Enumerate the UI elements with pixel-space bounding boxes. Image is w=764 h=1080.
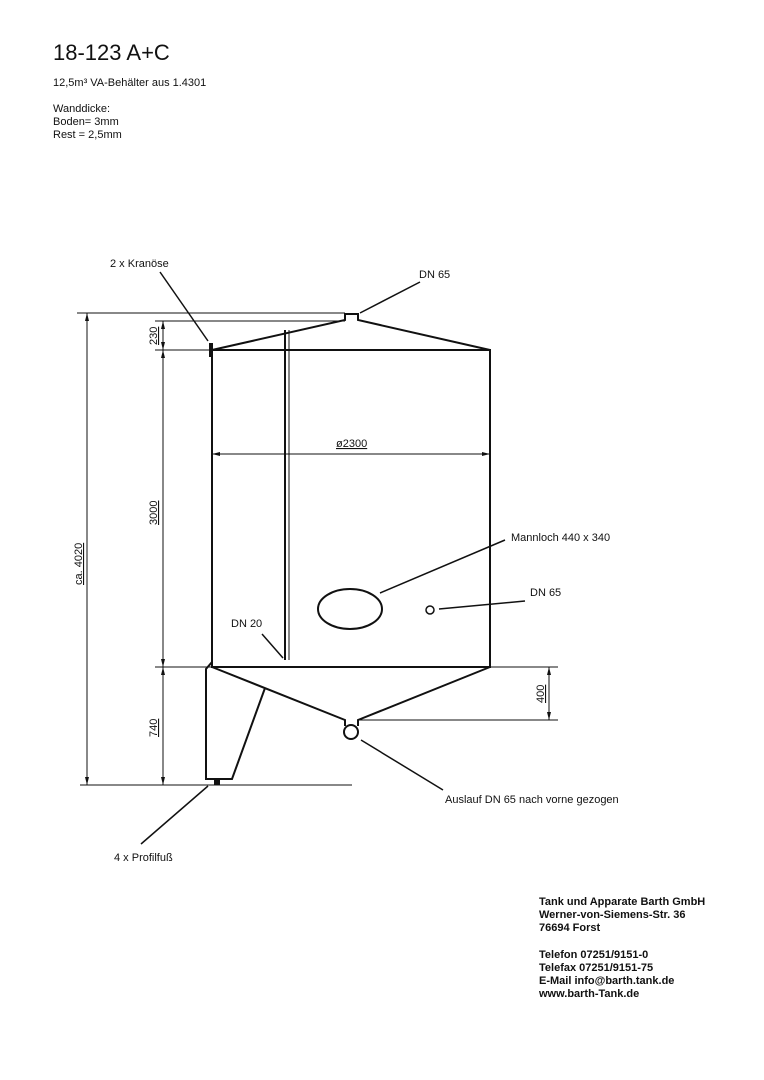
- label-diameter: ø2300: [336, 438, 367, 450]
- dim-total-height-value: ca. 4020: [73, 543, 85, 585]
- tank-cylinder: [211, 349, 491, 668]
- dim-leg-height-value: 740: [148, 719, 160, 737]
- dim-cone-depth-value: 400: [535, 685, 547, 703]
- company-name: Tank und Apparate Barth GmbH: [539, 896, 706, 908]
- label-manhole: Mannloch 440 x 340: [511, 532, 610, 544]
- company-city: 76694 Forst: [539, 922, 601, 934]
- bottom-cone-right: [357, 666, 491, 726]
- drawing-number: 18-123 A+C: [53, 40, 170, 65]
- tank-roof: [211, 313, 491, 351]
- profile-foot: [214, 779, 220, 785]
- wall-thickness-rest: Rest = 2,5mm: [53, 129, 122, 141]
- manhole: [317, 588, 383, 630]
- outlet-nozzle: [343, 724, 359, 740]
- company-street: Werner-von-Siemens-Str. 36: [539, 909, 686, 921]
- company-website: www.barth-Tank.de: [539, 988, 640, 1000]
- leader-lines: [140, 271, 526, 845]
- dim-roof-height-value: 230: [148, 327, 160, 345]
- label-side-nozzle: DN 65: [530, 587, 561, 599]
- support-leg: [205, 661, 266, 780]
- label-outlet: Auslauf DN 65 nach vorne gezogen: [445, 794, 619, 806]
- company-email: E-Mail info@barth.tank.de: [539, 975, 675, 987]
- company-phone: Telefon 07251/9151-0: [539, 949, 649, 961]
- dimension-arrows: [85, 313, 551, 785]
- company-fax: Telefax 07251/9151-75: [539, 962, 654, 974]
- bottom-cone-left: [211, 666, 346, 726]
- wall-thickness-bottom: Boden= 3mm: [53, 116, 119, 128]
- tank-description: 12,5m³ VA-Behälter aus 1.4301: [53, 77, 207, 89]
- label-lifting-lugs: 2 x Kranöse: [110, 258, 169, 270]
- side-nozzle: [425, 605, 435, 615]
- label-feet: 4 x Profilfuß: [114, 852, 173, 864]
- lifting-lug: [209, 343, 213, 357]
- wall-thickness-heading: Wanddicke:: [53, 103, 111, 115]
- label-top-nozzle: DN 65: [419, 269, 450, 281]
- dim-cylinder-height-value: 3000: [148, 501, 160, 525]
- label-dip-pipe: DN 20: [231, 618, 262, 630]
